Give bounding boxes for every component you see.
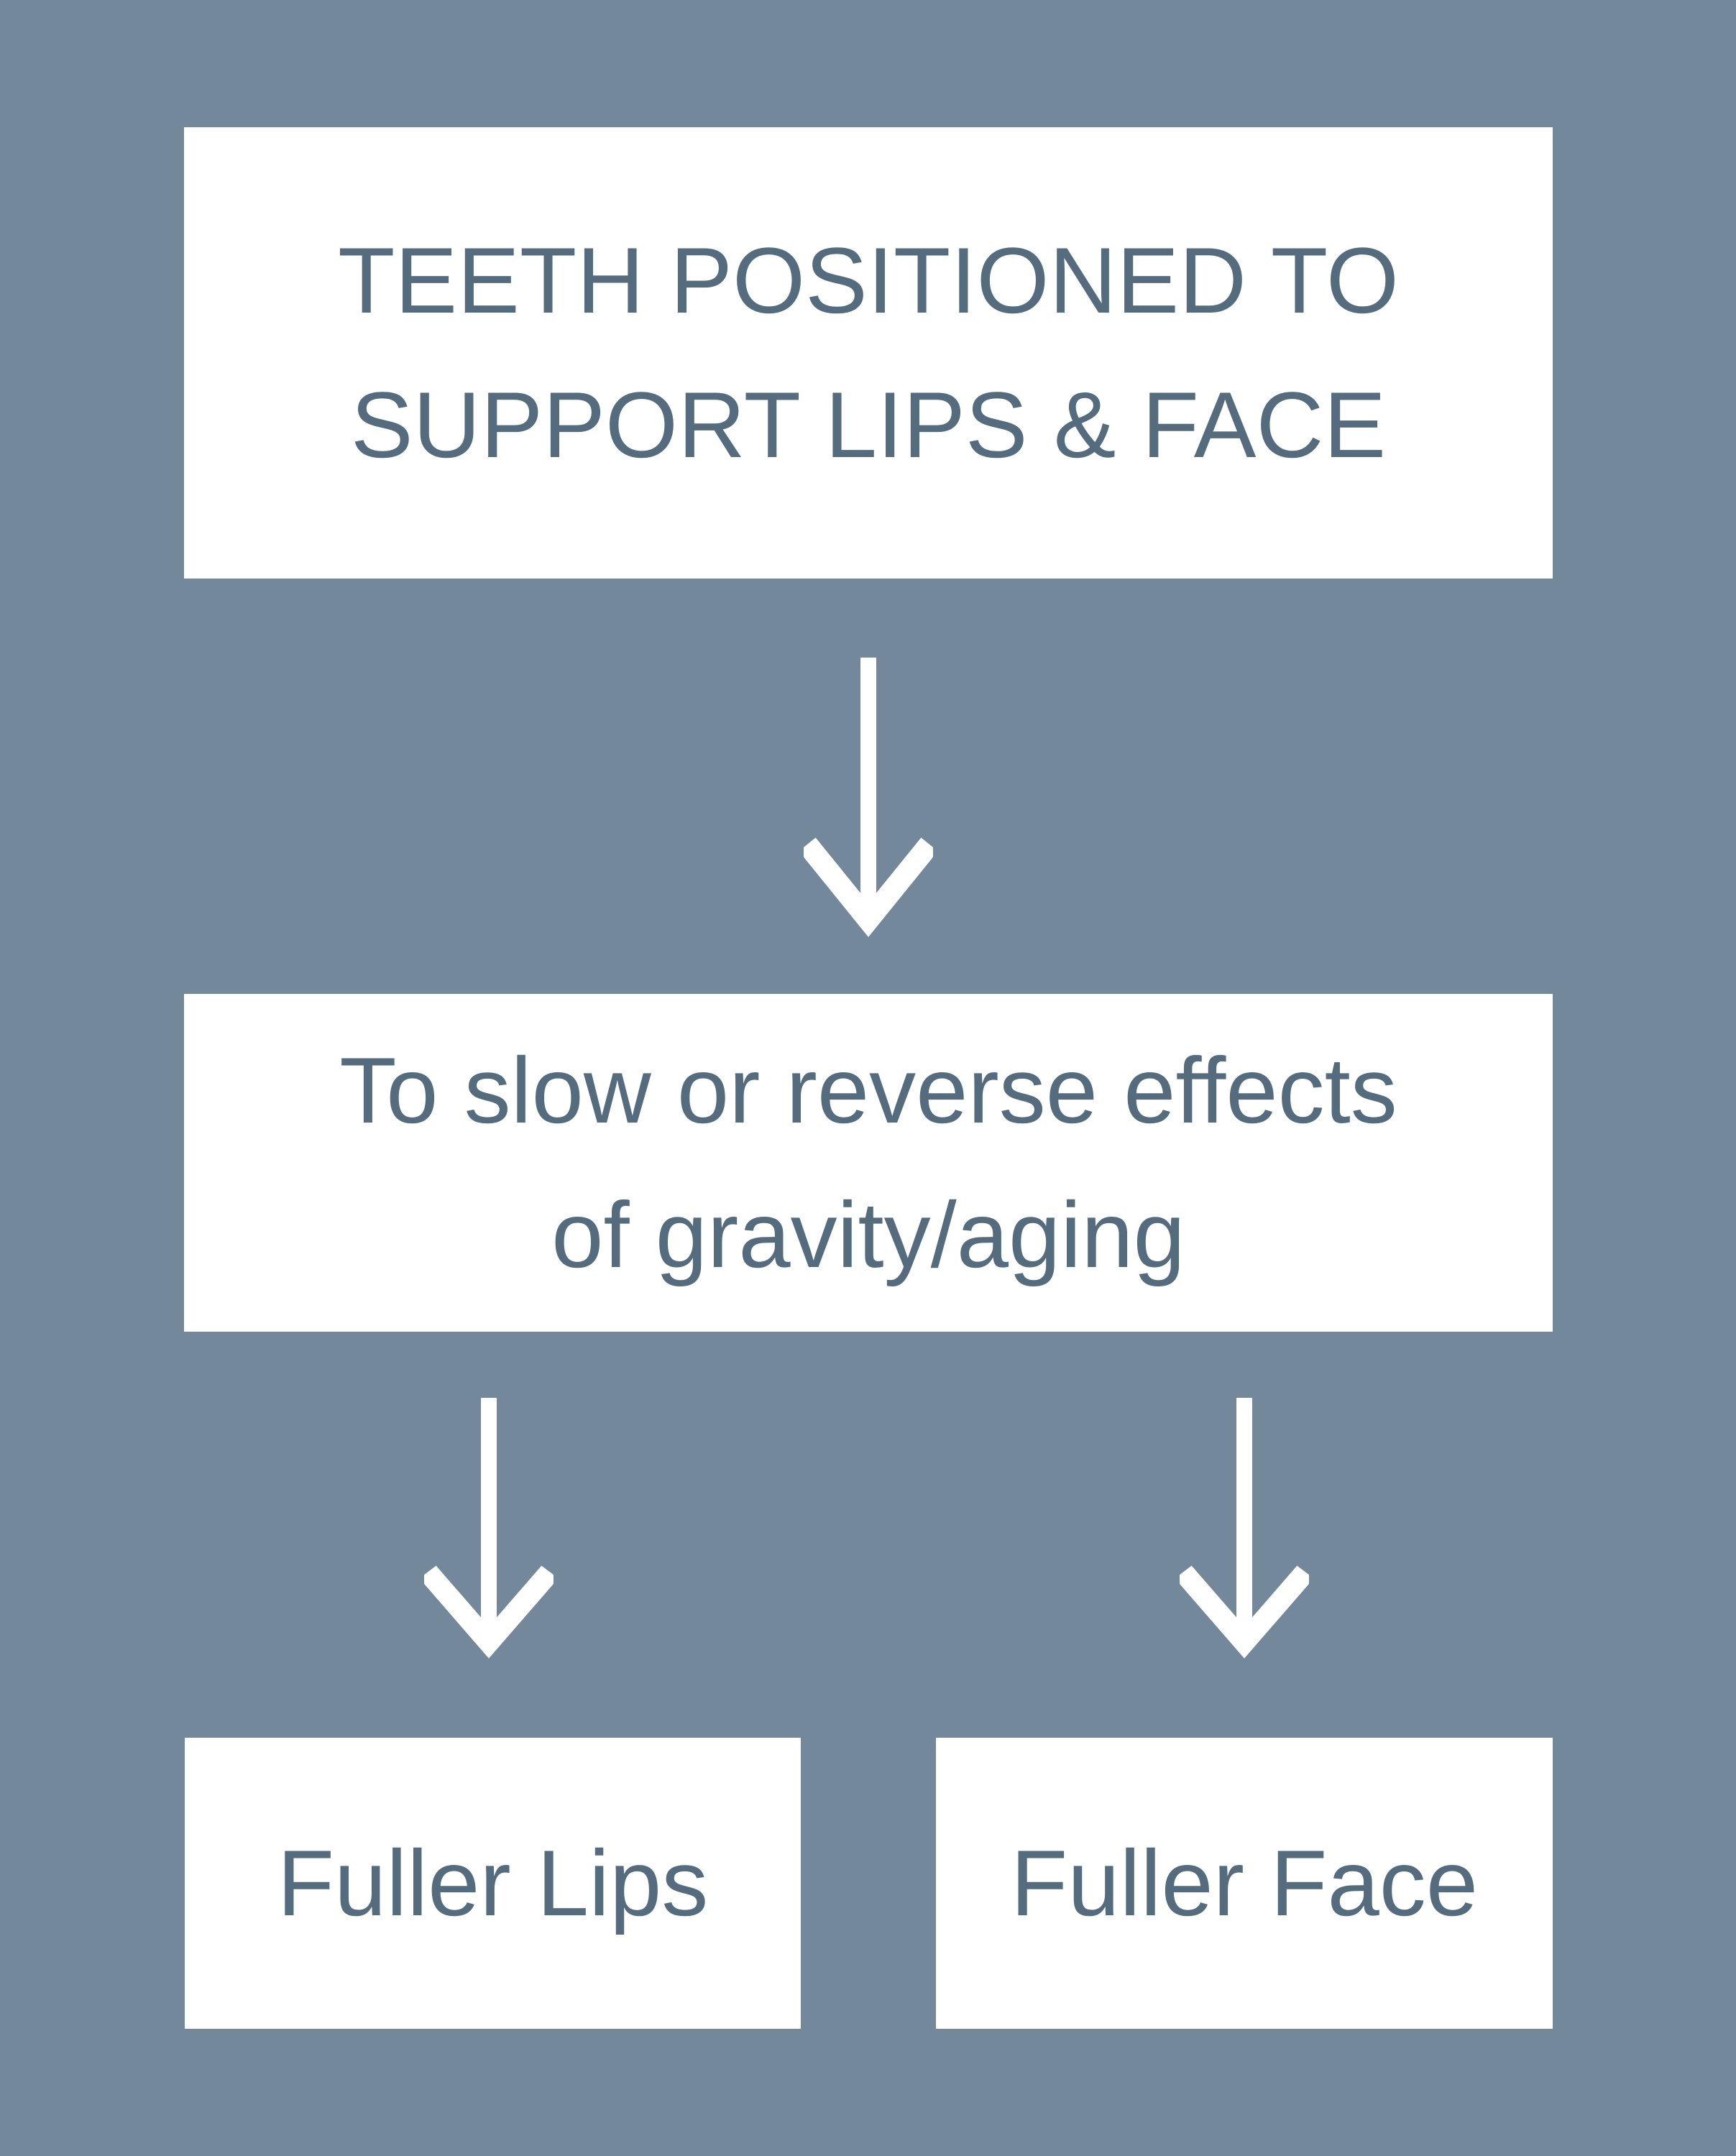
node-label-line: Fuller Lips — [277, 1830, 709, 1935]
node-label-line: of gravity/aging — [551, 1182, 1185, 1287]
flowchart-node-slow-reverse-effects: To slow or reverse effects of gravity/ag… — [184, 994, 1553, 1332]
flowchart-node-teeth-positioned: TEETH POSITIONED TO SUPPORT LIPS & FACE — [184, 127, 1553, 579]
node-label-line: SUPPORT LIPS & FACE — [350, 372, 1387, 477]
node-label-line: To slow or reverse effects — [339, 1038, 1397, 1143]
down-arrow-icon — [804, 658, 933, 937]
flowchart-node-fuller-face: Fuller Face — [936, 1738, 1553, 2029]
node-label-line: Fuller Face — [1010, 1830, 1479, 1935]
down-arrow-icon — [1180, 1398, 1309, 1659]
node-label-line: TEETH POSITIONED TO — [338, 228, 1399, 333]
down-arrow-icon — [424, 1398, 554, 1659]
flowchart-node-fuller-lips: Fuller Lips — [185, 1738, 801, 2029]
